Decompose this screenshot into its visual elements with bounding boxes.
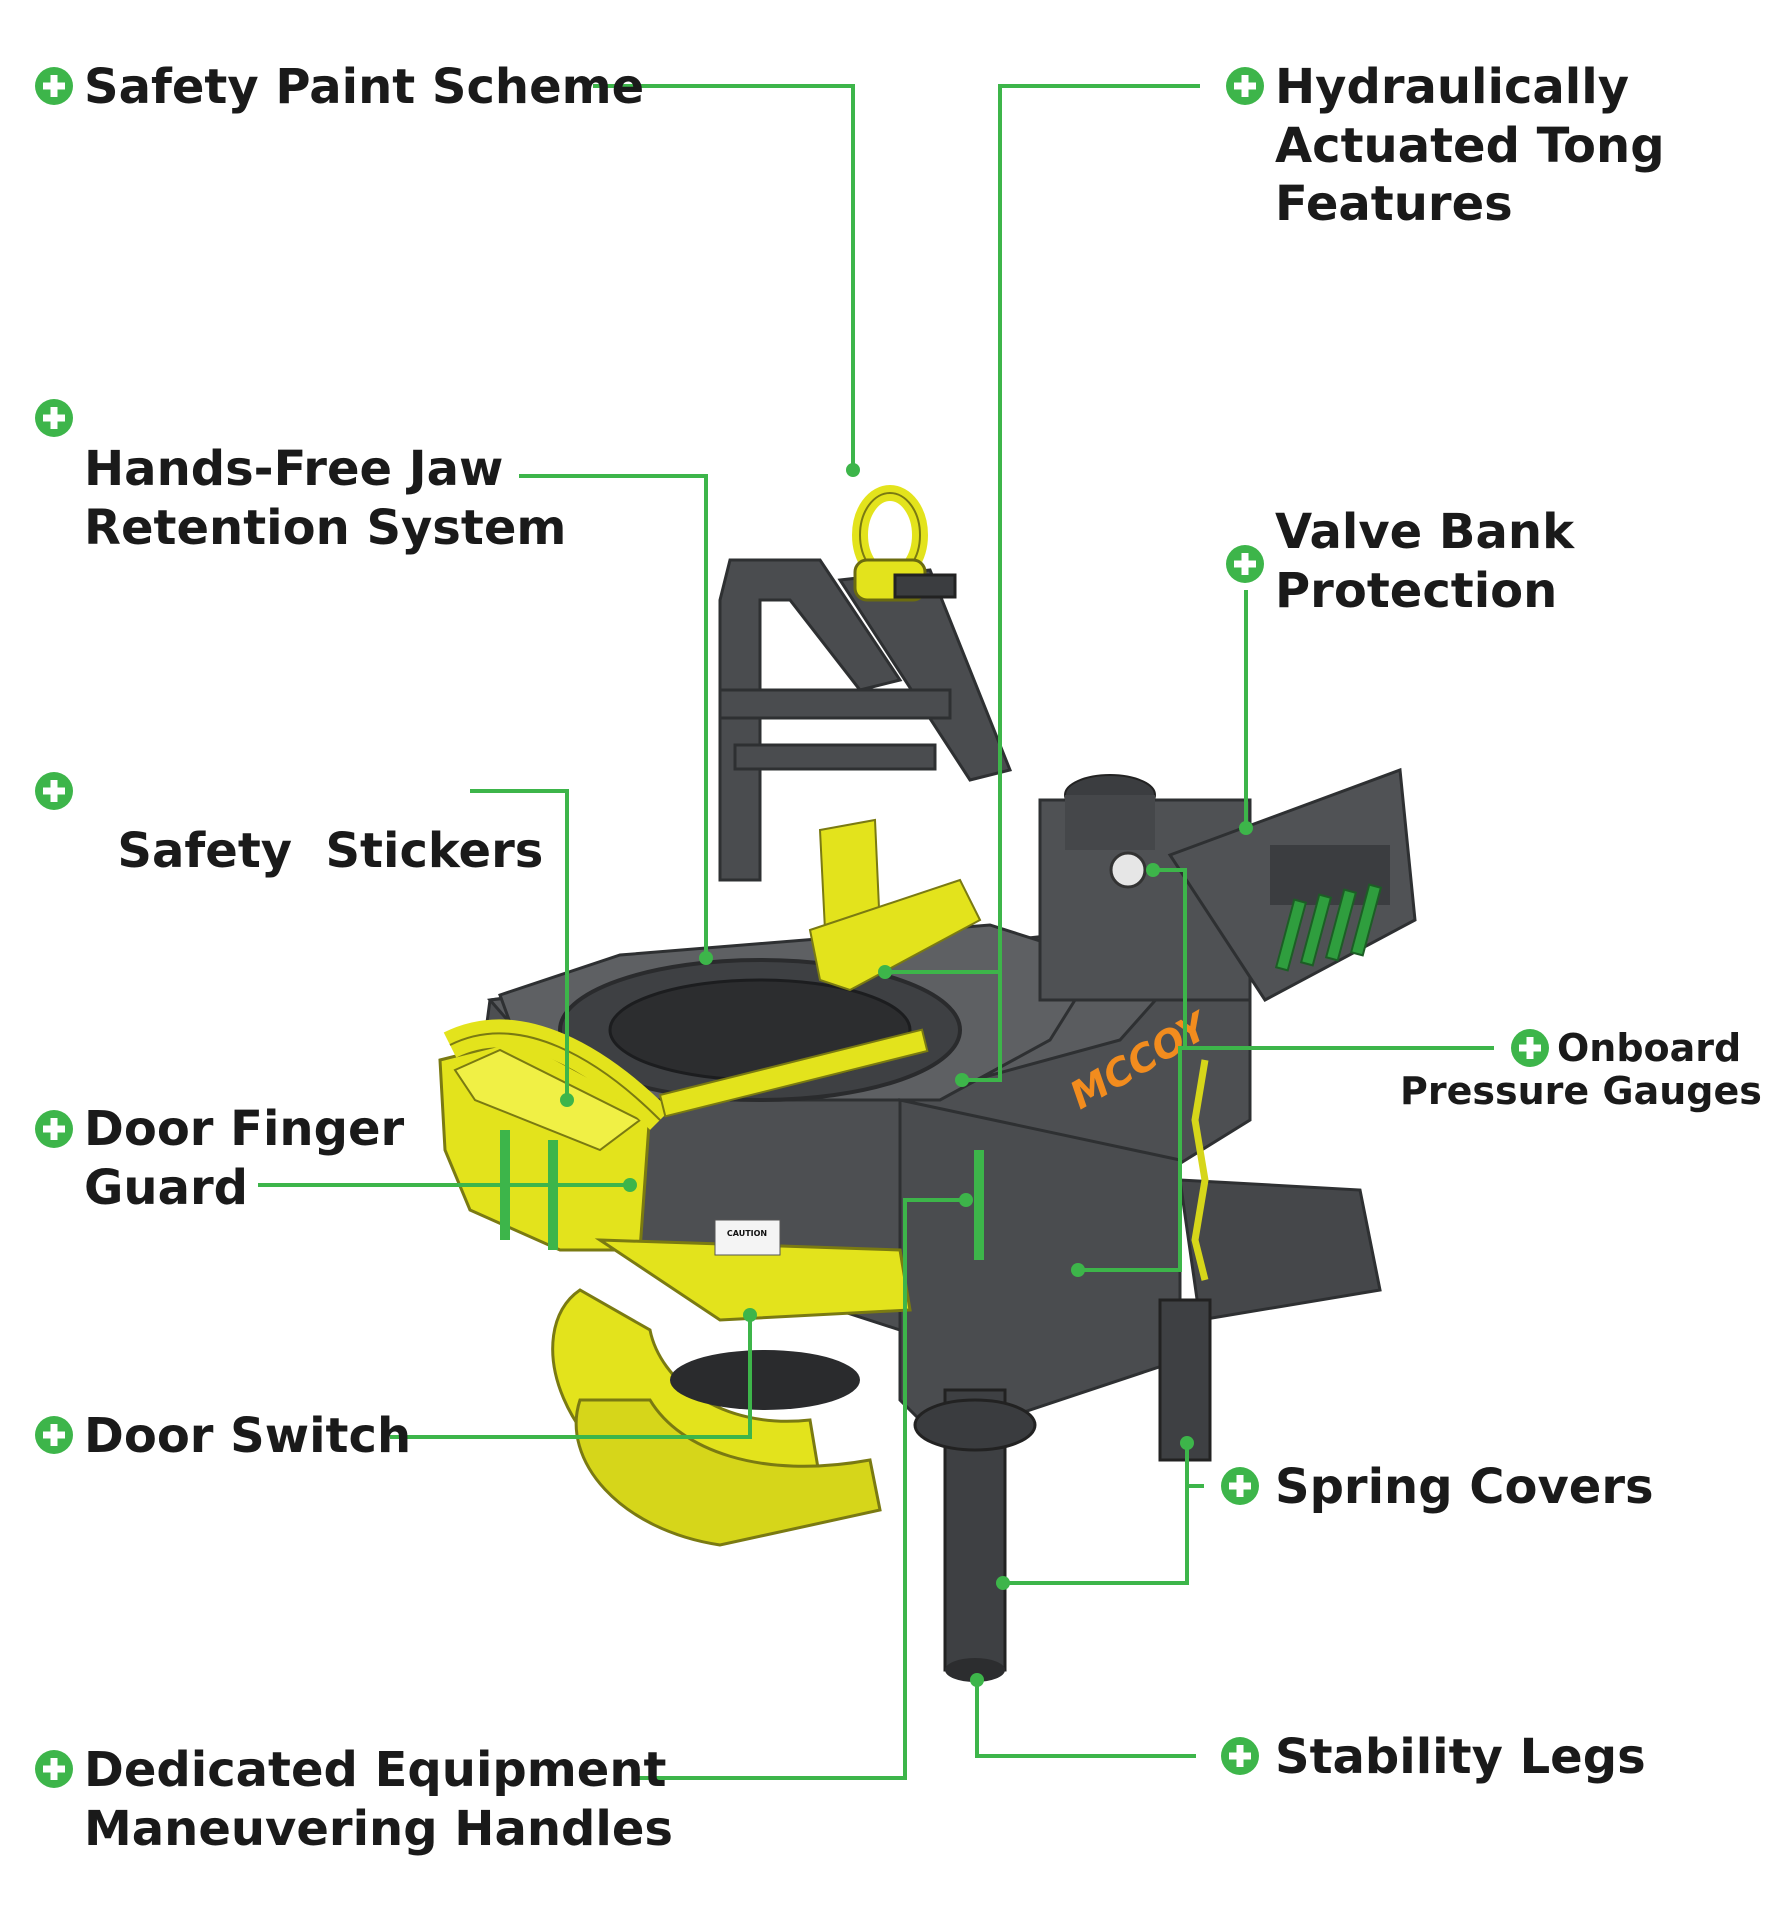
label-door-switch: Door Switch	[84, 1407, 411, 1466]
plus-icon	[1226, 67, 1264, 105]
leader-jaw-retention	[519, 474, 708, 958]
door-assembly: CAUTION	[438, 818, 982, 1547]
label-text: Guard	[84, 1159, 248, 1216]
label-hydraulic: Hydraulically Actuated Tong Features	[1275, 58, 1665, 234]
label-gauges-2: Pressure Gauges	[1400, 1068, 1762, 1114]
callout-dots	[560, 463, 1253, 1687]
valve-handles	[1274, 883, 1383, 972]
lifting-frame	[718, 558, 1013, 882]
label-jaw-retention: Hands-Free Jaw Retention System	[84, 440, 566, 557]
label-stickers: Safety Stickers	[84, 763, 543, 880]
leader-door-switch	[390, 1315, 752, 1439]
plus-icon	[35, 67, 73, 105]
label-text: Valve Bank	[1275, 504, 1574, 560]
label-text: Stability Legs	[1275, 1729, 1646, 1785]
label-text: Maneuvering Handles	[84, 1800, 673, 1857]
plus-icon	[1226, 545, 1264, 583]
label-gauges: Onboard	[1414, 1025, 1742, 1071]
label-text: Onboard	[1557, 1026, 1742, 1070]
label-spring-covers: Spring Covers	[1275, 1458, 1654, 1517]
plus-icon	[35, 772, 73, 810]
caution-sticker-text: CAUTION	[727, 1229, 767, 1238]
leader-gauges	[1078, 1046, 1494, 1272]
label-text: Spring Covers	[1275, 1459, 1654, 1515]
plus-icon	[35, 1416, 73, 1454]
label-text: Pressure Gauges	[1400, 1069, 1762, 1113]
callout-lines	[258, 84, 1494, 1780]
plus-icon	[1221, 1467, 1259, 1505]
leader-safety-paint	[593, 84, 855, 470]
label-text: Dedicated Equipment	[84, 1742, 667, 1798]
label-safety-paint: Safety Paint Scheme	[84, 58, 644, 117]
plus-icon	[35, 399, 73, 437]
leader-handles	[638, 1198, 966, 1780]
label-text: Hands-Free Jaw	[84, 441, 504, 497]
label-text: Safety Stickers	[117, 822, 544, 879]
leader-stability	[975, 1680, 1196, 1758]
label-text: Actuated Tong	[1275, 117, 1665, 174]
plus-icon	[1221, 1737, 1259, 1775]
label-text: Door Switch	[84, 1408, 412, 1464]
label-text: Door Finger	[84, 1101, 405, 1157]
leader-hydraulic	[962, 84, 1200, 1082]
label-stability-legs: Stability Legs	[1275, 1728, 1646, 1787]
leader-stickers	[470, 789, 569, 1100]
plus-icon	[35, 1110, 73, 1148]
plus-icon	[35, 1750, 73, 1788]
safety-chain	[1191, 1059, 1209, 1281]
label-text: Safety Paint Scheme	[84, 59, 645, 115]
label-text: Features	[1275, 176, 1513, 233]
leader-spring	[1003, 1484, 1204, 1585]
label-text: Hydraulically	[1275, 59, 1629, 115]
label-valve-bank: Valve Bank Protection	[1275, 503, 1574, 620]
label-handles: Dedicated Equipment Maneuvering Handles	[84, 1741, 673, 1858]
power-tong-illustration: MCCOY CA	[438, 485, 1417, 1682]
label-finger-guard: Door Finger Guard	[84, 1100, 404, 1217]
label-text: Retention System	[84, 499, 567, 556]
label-text: Protection	[1275, 562, 1558, 619]
leader-gauges-branch	[1153, 868, 1187, 1048]
lifting-shackle	[852, 485, 957, 602]
